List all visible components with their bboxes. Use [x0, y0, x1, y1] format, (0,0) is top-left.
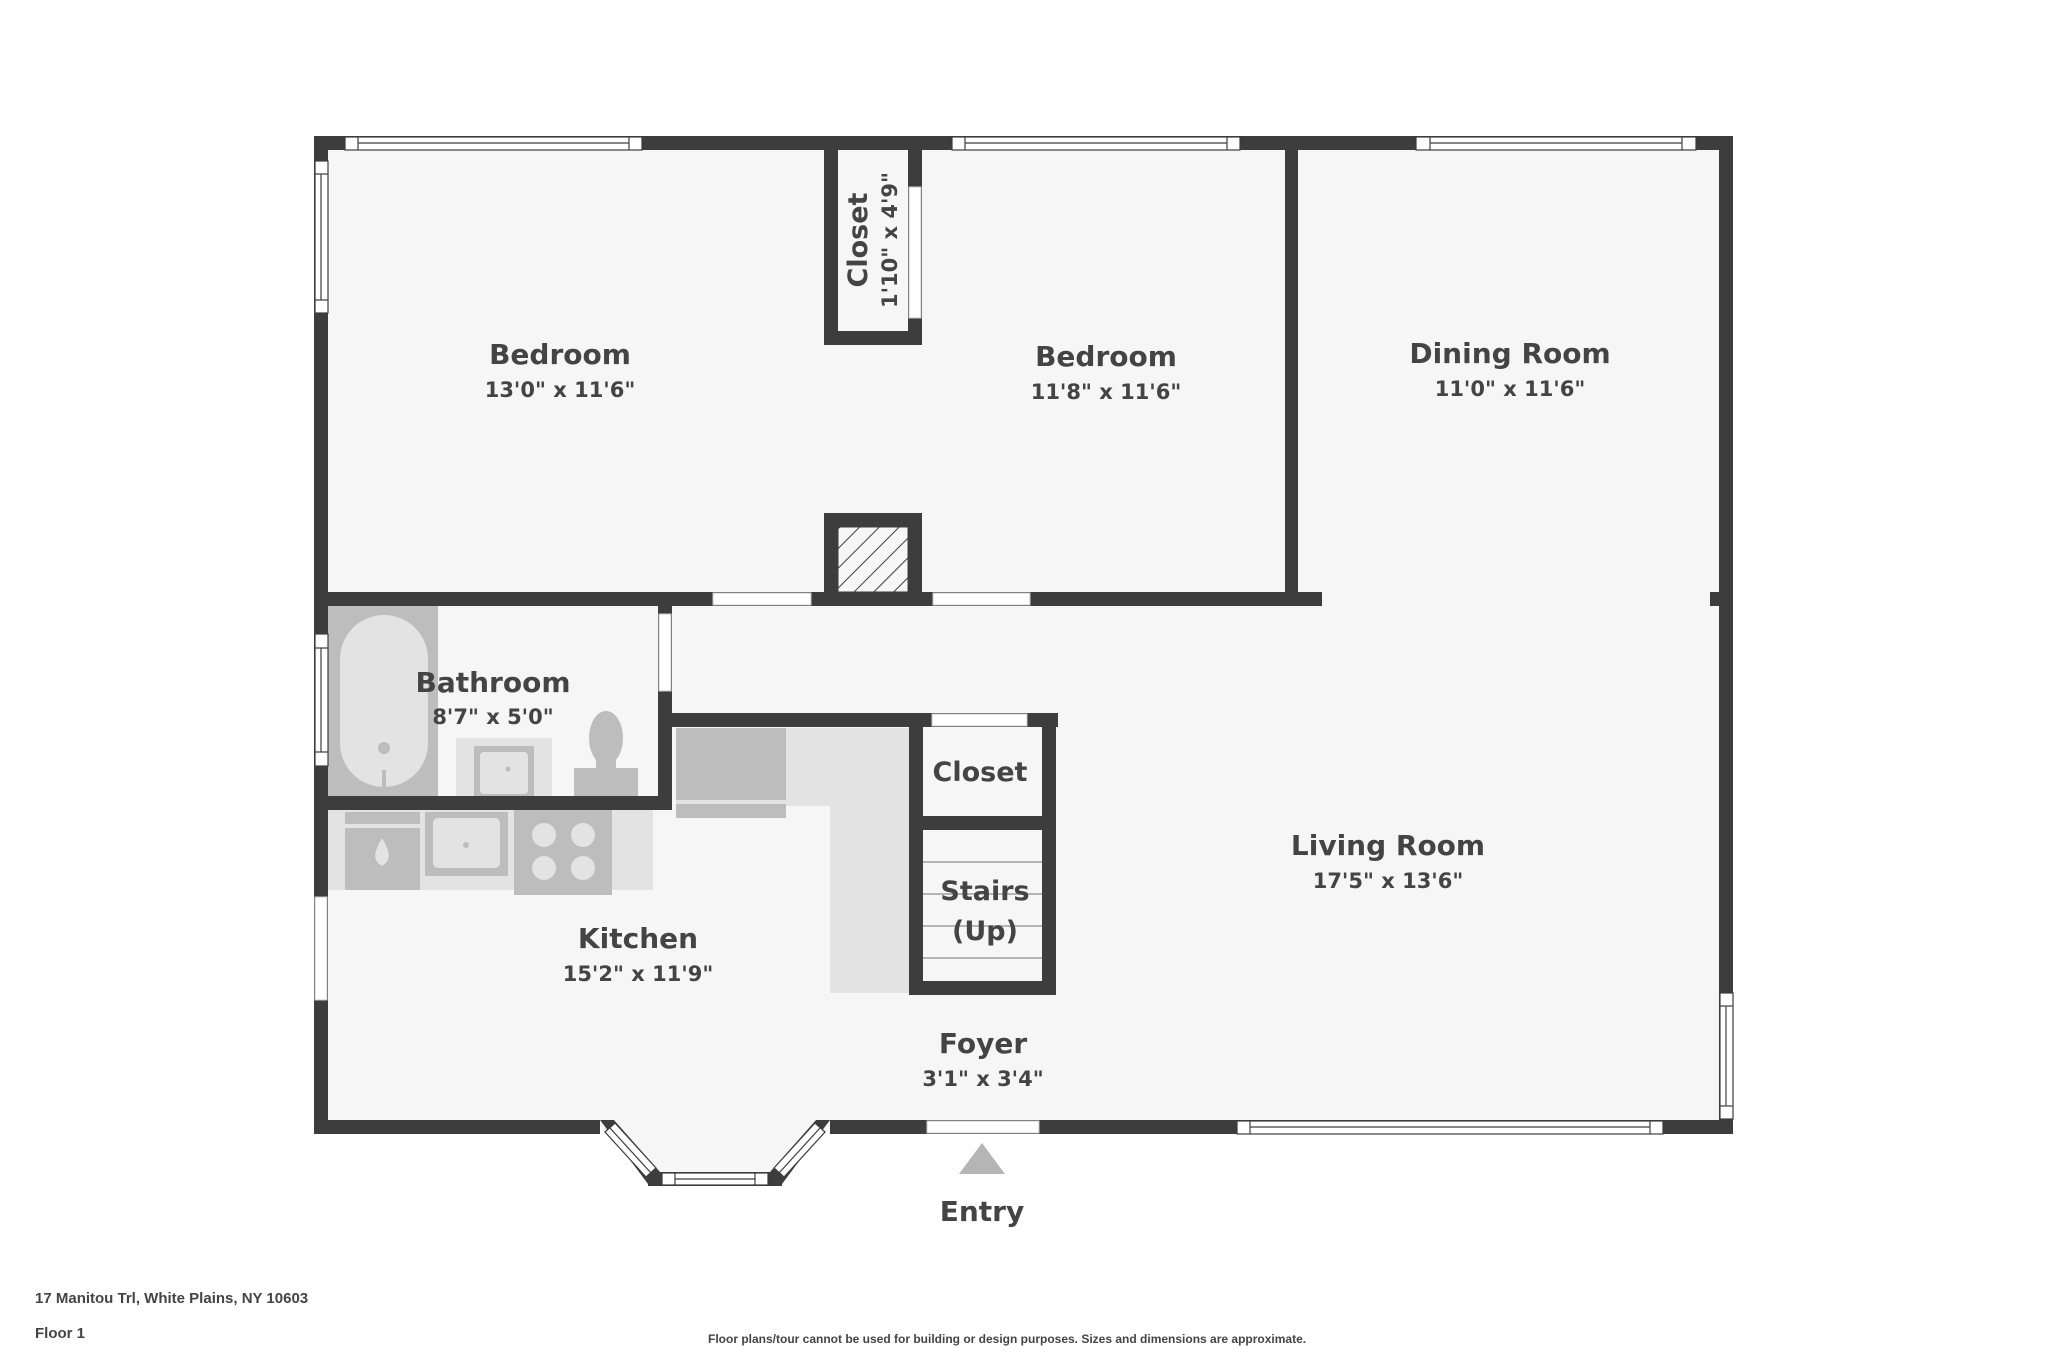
stairs-name: Stairs — [940, 876, 1029, 907]
door-openings — [314, 186, 1040, 1134]
dining-room-name: Dining Room — [1409, 337, 1610, 370]
upper-closet-name: Closet — [843, 192, 874, 287]
entry-arrow-icon — [959, 1143, 1005, 1174]
foyer-name: Foyer — [939, 1027, 1027, 1060]
lower-closet-name: Closet — [933, 757, 1028, 788]
living-room-dims: 17'5" x 13'6" — [1313, 869, 1464, 893]
stairs-treads — [923, 861, 1042, 959]
entry-door — [926, 1120, 1040, 1134]
bedroom1-dims: 13'0" x 11'6" — [485, 378, 636, 402]
stairs-direction: (Up) — [952, 916, 1018, 947]
chimney-icon — [837, 526, 909, 593]
living-room-name: Living Room — [1291, 829, 1485, 862]
kitchen-name: Kitchen — [578, 922, 698, 955]
floor-area — [321, 143, 1726, 1180]
kitchen-fixtures — [328, 728, 910, 993]
dining-room-dims: 11'0" x 11'6" — [1435, 377, 1586, 401]
room-labels: Bedroom 13'0" x 11'6" Bedroom 11'8" x 11… — [415, 172, 1610, 1228]
floor-label: Floor 1 — [35, 1325, 86, 1342]
toilet-icon — [589, 711, 623, 765]
entry-label: Entry — [940, 1195, 1025, 1228]
windows — [314, 136, 1734, 1186]
foyer-dims: 3'1" x 3'4" — [922, 1067, 1043, 1091]
refrigerator-icon — [676, 728, 786, 818]
bathroom-dims: 8'7" x 5'0" — [432, 705, 553, 729]
bedroom2-dims: 11'8" x 11'6" — [1031, 380, 1182, 404]
bedroom1-name: Bedroom — [489, 338, 631, 371]
upper-closet-dims: 1'10" x 4'9" — [878, 172, 902, 308]
bedroom2-name: Bedroom — [1035, 340, 1177, 373]
disclaimer: Floor plans/tour cannot be used for buil… — [708, 1332, 1307, 1346]
property-address: 17 Manitou Trl, White Plains, NY 10603 — [35, 1290, 309, 1307]
stove-icon — [514, 810, 612, 895]
counter-icon — [786, 728, 910, 993]
bathroom-name: Bathroom — [415, 666, 570, 699]
bathroom-fixtures — [328, 606, 638, 796]
kitchen-dims: 15'2" x 11'9" — [563, 962, 714, 986]
